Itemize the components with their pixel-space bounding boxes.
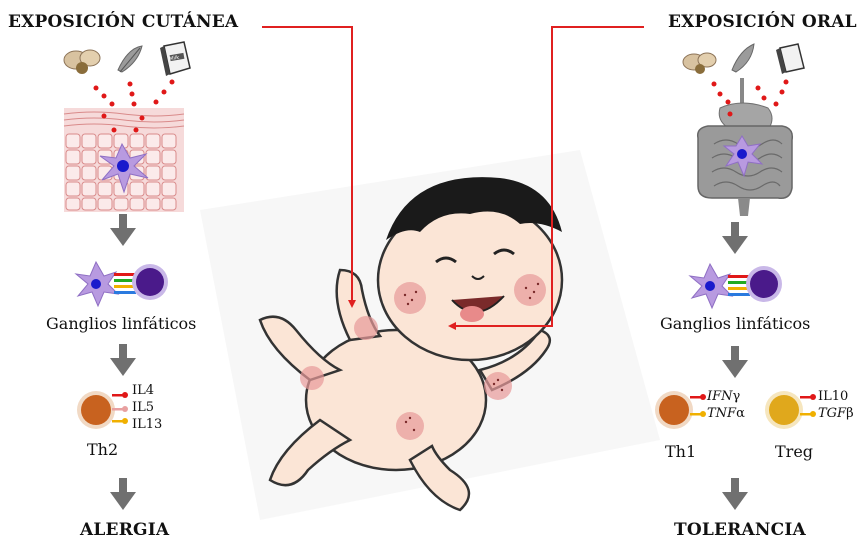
cutaneous-connector [262,27,352,302]
oral-connector [454,27,644,326]
